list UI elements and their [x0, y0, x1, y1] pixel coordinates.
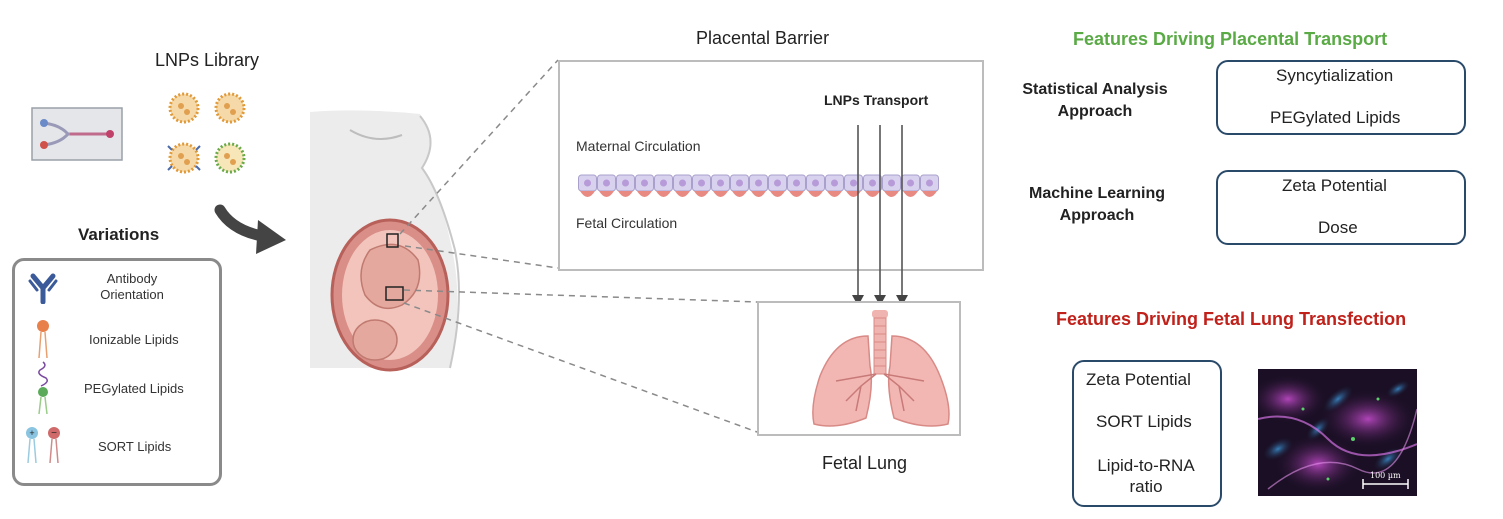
basal-cell	[675, 191, 690, 197]
basal-cell	[751, 191, 766, 197]
basal-cell	[789, 191, 804, 197]
lung-feature-3: Lipid-to-RNA ratio	[1097, 456, 1195, 496]
cell-nucleus	[717, 179, 724, 187]
cell-nucleus	[622, 179, 629, 187]
cell-nucleus	[850, 179, 857, 187]
placental-features-title: Features Driving Placental Transport	[1073, 29, 1388, 49]
basal-cell	[580, 191, 595, 197]
variation-label-ionizable: Ionizable Lipids	[89, 332, 179, 347]
machine-learning-approach-label: Machine Learning Approach	[1028, 185, 1166, 224]
ml-feature-2: Dose	[1318, 218, 1358, 237]
basal-cell	[770, 191, 785, 197]
variation-label-pegylated: PEGylated Lipids	[84, 381, 184, 396]
lung-features-box	[1072, 360, 1222, 507]
placental-barrier-panel	[558, 60, 984, 271]
statistical-approach-label: Statistical Analysis Approach	[1022, 81, 1168, 120]
svg-text:−: −	[51, 428, 57, 439]
fetal-circulation-label: Fetal Circulation	[576, 215, 678, 231]
basal-cell	[903, 191, 918, 197]
basal-cell	[599, 191, 614, 197]
lnps-transport-label: LNPs Transport	[824, 92, 929, 108]
basal-cell	[922, 191, 937, 197]
variation-label-antibody: Antibody Orientation	[100, 271, 164, 302]
cell-nucleus	[831, 179, 838, 187]
cell-nucleus	[755, 179, 762, 187]
machine-learning-features-box	[1216, 170, 1466, 245]
cell-nucleus	[698, 179, 705, 187]
variations-panel	[12, 258, 222, 486]
basal-cell	[637, 191, 652, 197]
antibody-icon	[28, 273, 58, 304]
cell-nucleus	[603, 179, 610, 187]
ionizable-lipid-icon	[37, 320, 49, 359]
sort-lipid-icon: + −	[26, 427, 60, 464]
lung-features-title: Features Driving Fetal Lung Transfection	[1056, 309, 1407, 329]
basal-cell	[865, 191, 880, 197]
microfluidic-chip-icon	[31, 107, 123, 161]
statistical-feature-2: PEGylated Lipids	[1270, 108, 1401, 127]
cell-nucleus	[926, 179, 933, 187]
pegylated-lipid-icon	[38, 361, 48, 415]
maternal-circulation-label: Maternal Circulation	[576, 138, 701, 154]
svg-text:+: +	[29, 428, 34, 438]
microscopy-image: 100 µm	[1258, 369, 1417, 496]
lung-feature-2: SORT Lipids	[1096, 412, 1192, 431]
lung-feature-1: Zeta Potential	[1086, 370, 1191, 389]
fetal-lung-title: Fetal Lung	[822, 453, 908, 473]
cell-nucleus	[641, 179, 648, 187]
pregnant-body-illustration	[310, 110, 460, 372]
basal-cell	[827, 191, 842, 197]
lnp-particles-icon	[167, 92, 246, 174]
cell-nucleus	[774, 179, 781, 187]
basal-cell	[884, 191, 899, 197]
cell-nucleus	[793, 179, 800, 187]
basal-cell	[694, 191, 709, 197]
statistical-feature-1: Syncytialization	[1276, 66, 1394, 85]
cell-nucleus	[584, 179, 591, 187]
cell-nucleus	[888, 179, 895, 187]
cell-nucleus	[869, 179, 876, 187]
cell-nucleus	[736, 179, 743, 187]
cell-nucleus	[907, 179, 914, 187]
basal-cell	[732, 191, 747, 197]
basal-cell	[618, 191, 633, 197]
cell-nucleus	[679, 179, 686, 187]
basal-cell	[808, 191, 823, 197]
cell-nucleus	[812, 179, 819, 187]
ml-feature-1: Zeta Potential	[1282, 176, 1387, 195]
placental-barrier-title: Placental Barrier	[696, 28, 830, 48]
scale-bar-label: 100 µm	[1370, 471, 1401, 480]
lung-icon	[812, 310, 950, 427]
basal-cell	[656, 191, 671, 197]
statistical-features-box	[1216, 60, 1466, 135]
cell-nucleus	[660, 179, 667, 187]
variations-title: Variations	[78, 225, 160, 244]
placental-cell-layer	[578, 174, 939, 197]
lnps-library-title: LNPs Library	[155, 50, 260, 70]
flow-arrow-icon	[214, 204, 286, 254]
variation-label-sort: SORT Lipids	[98, 439, 172, 454]
basal-cell	[713, 191, 728, 197]
